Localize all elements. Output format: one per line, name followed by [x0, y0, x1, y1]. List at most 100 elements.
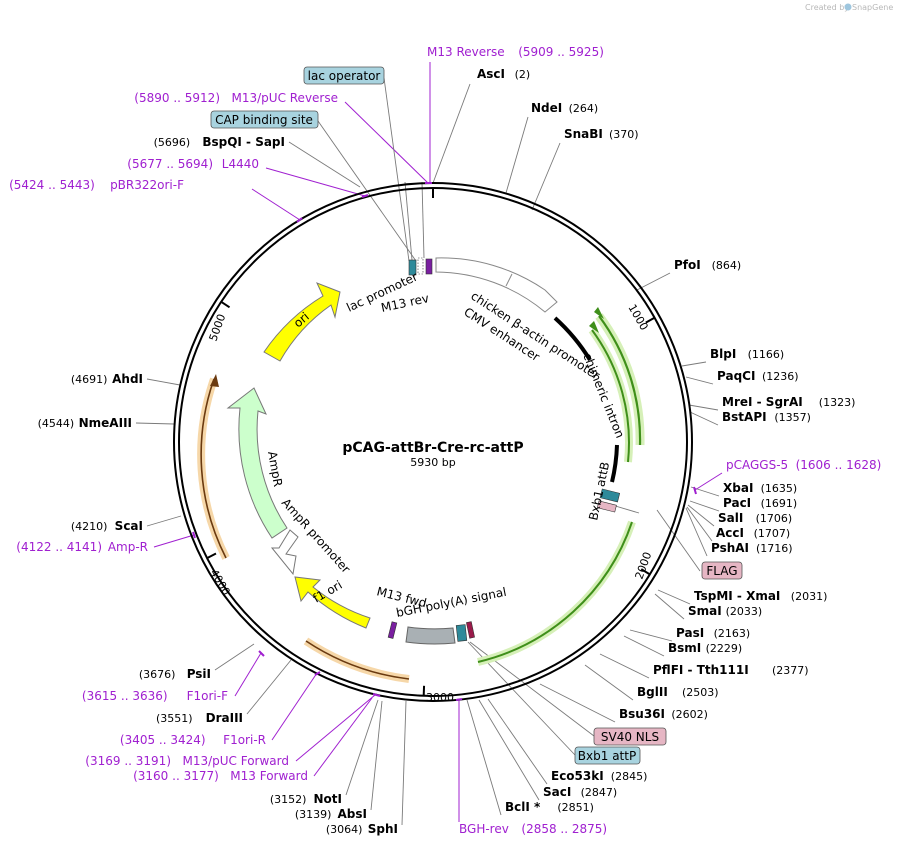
enzyme-site-smai[interactable]: SmaI(2033): [688, 604, 762, 618]
enzyme-name: SalI: [718, 511, 743, 525]
primer-f1ori-f[interactable]: F1ori-F(3615 .. 3636): [82, 689, 228, 703]
tick-label-3000: 3000: [426, 691, 454, 704]
enzyme-position: (2602): [671, 708, 708, 721]
enzyme-site-tspmi-xmai[interactable]: TspMI - XmaI(2031): [694, 589, 827, 603]
black-segment-1: [553, 316, 592, 362]
cmv-divider: [505, 273, 513, 287]
primer-name: M13 Forward: [230, 769, 308, 783]
flag-box[interactable]: [701, 561, 743, 580]
ori-arrow: [263, 282, 341, 362]
enzyme-site-blpi[interactable]: BlpI(1166): [710, 347, 784, 361]
enzyme-position: (1716): [756, 542, 793, 555]
enzyme-leader-line: [685, 507, 708, 557]
enzyme-site-asci[interactable]: AscI(2): [477, 67, 530, 81]
sv40-nls-box[interactable]: [593, 727, 667, 746]
enzyme-position: (2847): [581, 786, 618, 799]
enzyme-site-eco53ki[interactable]: Eco53kI(2845): [551, 769, 647, 783]
enzyme-position: (2033): [726, 605, 763, 618]
enzyme-site-snabi[interactable]: SnaBI(370): [564, 127, 639, 141]
enzyme-name: BstAPI: [722, 410, 767, 424]
enzyme-site-saci[interactable]: SacI(2847): [543, 785, 617, 799]
primer-bgh-rev[interactable]: BGH-rev(2858 .. 2875): [459, 822, 607, 836]
primer-f1ori-r[interactable]: F1ori-R(3405 .. 3424): [120, 733, 266, 747]
enzyme-site-pflfi-tth111i[interactable]: PflFI - Tth111I(2377): [653, 663, 809, 677]
cap-binding-box[interactable]: [210, 110, 319, 129]
enzyme-leader-line: [531, 142, 561, 211]
enzyme-name: AhdI: [112, 372, 143, 386]
bxb1-attp-box[interactable]: [574, 746, 641, 765]
primer-m13-reverse[interactable]: M13 Reverse(5909 .. 5925): [427, 45, 604, 59]
primer-leader-line: [251, 188, 301, 221]
primer-name: M13/pUC Forward: [182, 754, 289, 768]
enzyme-position: (2229): [706, 642, 743, 655]
enzyme-site-draiii[interactable]: DraIII(3551): [156, 711, 243, 725]
primer-name: M13 Reverse: [427, 45, 505, 59]
enzyme-site-paqci[interactable]: PaqCI(1236): [717, 369, 799, 383]
enzyme-position: (1236): [762, 370, 799, 383]
enzyme-name: Eco53kI: [551, 769, 604, 783]
enzyme-site-bstapi[interactable]: BstAPI(1357): [722, 410, 811, 424]
enzyme-site-mrei-sgrai[interactable]: MreI - SgrAI(1323): [722, 395, 855, 409]
enzyme-site-pfoi[interactable]: PfoI(864): [674, 258, 741, 272]
enzyme-position: (2): [515, 68, 531, 81]
snapgene-logo-icon: [844, 3, 852, 11]
enzyme-site-bglii[interactable]: BglII(2503): [637, 685, 719, 699]
orange-track-2: [200, 378, 227, 559]
enzyme-site-pasi[interactable]: PasI(2163): [676, 626, 750, 640]
orange-track-1-glow: [303, 637, 410, 683]
enzyme-leader-line: [687, 504, 715, 527]
enzyme-position: (864): [712, 259, 742, 272]
primer-pbr322ori-f[interactable]: pBR322ori-F(5424 .. 5443): [9, 178, 184, 192]
enzyme-site-noti[interactable]: NotI(3152): [270, 792, 342, 806]
enzyme-site-sali[interactable]: SalI(1706): [718, 511, 792, 525]
primer-range: (3615 .. 3636): [82, 689, 168, 703]
enzyme-site-ndei[interactable]: NdeI(264): [531, 101, 598, 115]
enzyme-site-absi[interactable]: AbsI(3139): [295, 807, 367, 821]
enzyme-site-nmeaiii[interactable]: NmeAIII(4544): [38, 416, 132, 430]
primer-m13-forward[interactable]: M13 Forward(3160 .. 3177): [133, 769, 308, 783]
primer-m13-puc-forward[interactable]: M13/pUC Forward(3169 .. 3191): [85, 754, 289, 768]
enzyme-site-ahdi[interactable]: AhdI (4691): [71, 372, 143, 386]
enzyme-leader-line: [487, 698, 548, 785]
lac-operator-box[interactable]: [303, 66, 385, 85]
f1-ori-arrow: [294, 576, 371, 629]
tick-mark: [640, 568, 651, 576]
enzyme-leader-line: [681, 361, 707, 367]
enzyme-leader-line: [584, 664, 634, 701]
enzyme-leader-line: [505, 116, 529, 194]
enzyme-name: BsmI: [668, 641, 701, 655]
enzyme-leader-line: [599, 653, 650, 679]
enzyme-site-psii[interactable]: PsiI(3676): [139, 667, 211, 681]
enzyme-site-pshai[interactable]: PshAI (1716): [711, 541, 793, 555]
ampr-label: AmpR: [265, 450, 285, 488]
enzyme-leader-line: [432, 83, 471, 184]
enzyme-leader-line: [629, 629, 673, 642]
enzyme-leader-line: [657, 589, 691, 605]
enzyme-site-bsu36i[interactable]: Bsu36I(2602): [619, 707, 708, 721]
bgh-polya-label: bGH poly(A) signal: [395, 585, 508, 620]
enzyme-name: NmeAIII: [79, 416, 132, 430]
enzyme-name: PshAI: [711, 541, 749, 555]
ampr-promoter-arrow: [270, 529, 299, 576]
enzyme-site-bsmi[interactable]: BsmI (2229): [668, 641, 742, 655]
enzyme-site-sphi[interactable]: SphI(3064): [326, 822, 398, 836]
bxb1-attp-text: Bxb1 attP: [578, 749, 636, 763]
enzyme-name: PsiI: [187, 667, 211, 681]
primer-l4440[interactable]: L4440(5677 .. 5694): [127, 157, 259, 171]
promoter-track2: [591, 329, 630, 463]
enzyme-site-xbai[interactable]: XbaI(1635): [723, 481, 797, 495]
enzyme-position: (4691): [71, 373, 108, 386]
enzyme-site-scai[interactable]: ScaI(4210): [71, 519, 143, 533]
m13-rev-marker: [425, 258, 433, 275]
enzyme-site-acci[interactable]: AccI(1707): [716, 526, 790, 540]
enzyme-name: BglII: [637, 685, 668, 699]
enzyme-leader-line: [539, 683, 616, 723]
primer-pcaggs-5[interactable]: pCAGGS-5(1606 .. 1628): [726, 458, 881, 472]
enzyme-site-paci[interactable]: PacI(1691): [723, 496, 797, 510]
enzyme-position: (3152): [270, 793, 307, 806]
enzyme-site-bcli[interactable]: BclI *(2851): [505, 800, 594, 814]
enzyme-site-bspqi-sapi[interactable]: BspQI - SapI(5696): [154, 135, 285, 149]
primer-amp-r[interactable]: Amp-R(4122 .. 4141): [16, 540, 148, 554]
black-segment-2: [610, 444, 619, 483]
primer-m13-puc-reverse[interactable]: M13/pUC Reverse(5890 .. 5912): [134, 91, 338, 105]
